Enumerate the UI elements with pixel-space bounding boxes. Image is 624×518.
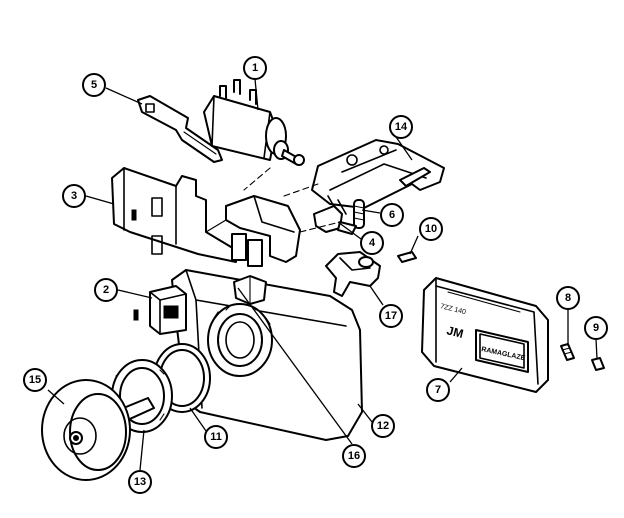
callout-12: 12 [371,414,395,438]
callout-13-label: 13 [134,476,146,488]
part-8-pin [560,343,575,361]
part-10-pin [397,251,417,263]
part-14-bracket-assembly [311,139,445,215]
callout-6: 6 [380,203,404,227]
callout-4-label: 4 [369,237,376,249]
part-7-panel: RAMAGLAZE 7ZZ 140 JM [421,277,549,393]
callout-14: 14 [389,115,413,139]
callout-11: 11 [204,425,228,449]
callout-3: 3 [62,184,86,208]
callout-10-label: 10 [425,223,437,235]
assembly-guide-lines [243,167,341,233]
callout-14-label: 14 [395,121,408,133]
callout-1-label: 1 [252,62,258,74]
part-6-spring [353,199,365,229]
part-1-switch [203,79,305,166]
panel-label-box: RAMAGLAZE [475,329,529,373]
callout-8-label: 8 [565,292,571,304]
callout-6-label: 6 [389,209,395,221]
callout-15-label: 15 [29,374,41,386]
callout-7: 7 [426,378,450,402]
callout-10: 10 [419,217,443,241]
callout-5-label: 5 [91,79,97,91]
part-9-pin [591,357,605,371]
panel-logo: JM [445,323,465,341]
callout-17: 17 [379,304,403,328]
callout-4: 4 [360,231,384,255]
part-2-button [133,285,187,335]
part-4-clip [313,205,357,235]
callout-16-label: 16 [348,450,360,462]
callout-2: 2 [94,278,118,302]
callout-9-label: 9 [593,322,599,334]
callout-9: 9 [584,316,608,340]
part-3-main-frame [111,167,301,267]
callout-2-label: 2 [103,284,109,296]
leader-lines [47,78,598,471]
callout-12-label: 12 [377,420,389,432]
callout-15: 15 [23,368,47,392]
part-12-housing [171,269,363,441]
callout-8: 8 [556,286,580,310]
part-15-knob [41,379,155,481]
callout-17-label: 17 [385,310,397,322]
callout-7-label: 7 [435,384,441,396]
callout-5: 5 [82,73,106,97]
callout-11-label: 11 [210,431,222,443]
callout-3-label: 3 [71,190,77,202]
callout-16: 16 [342,444,366,468]
callout-13: 13 [128,470,152,494]
part-5-bracket [137,95,223,163]
callout-1: 1 [243,56,267,80]
